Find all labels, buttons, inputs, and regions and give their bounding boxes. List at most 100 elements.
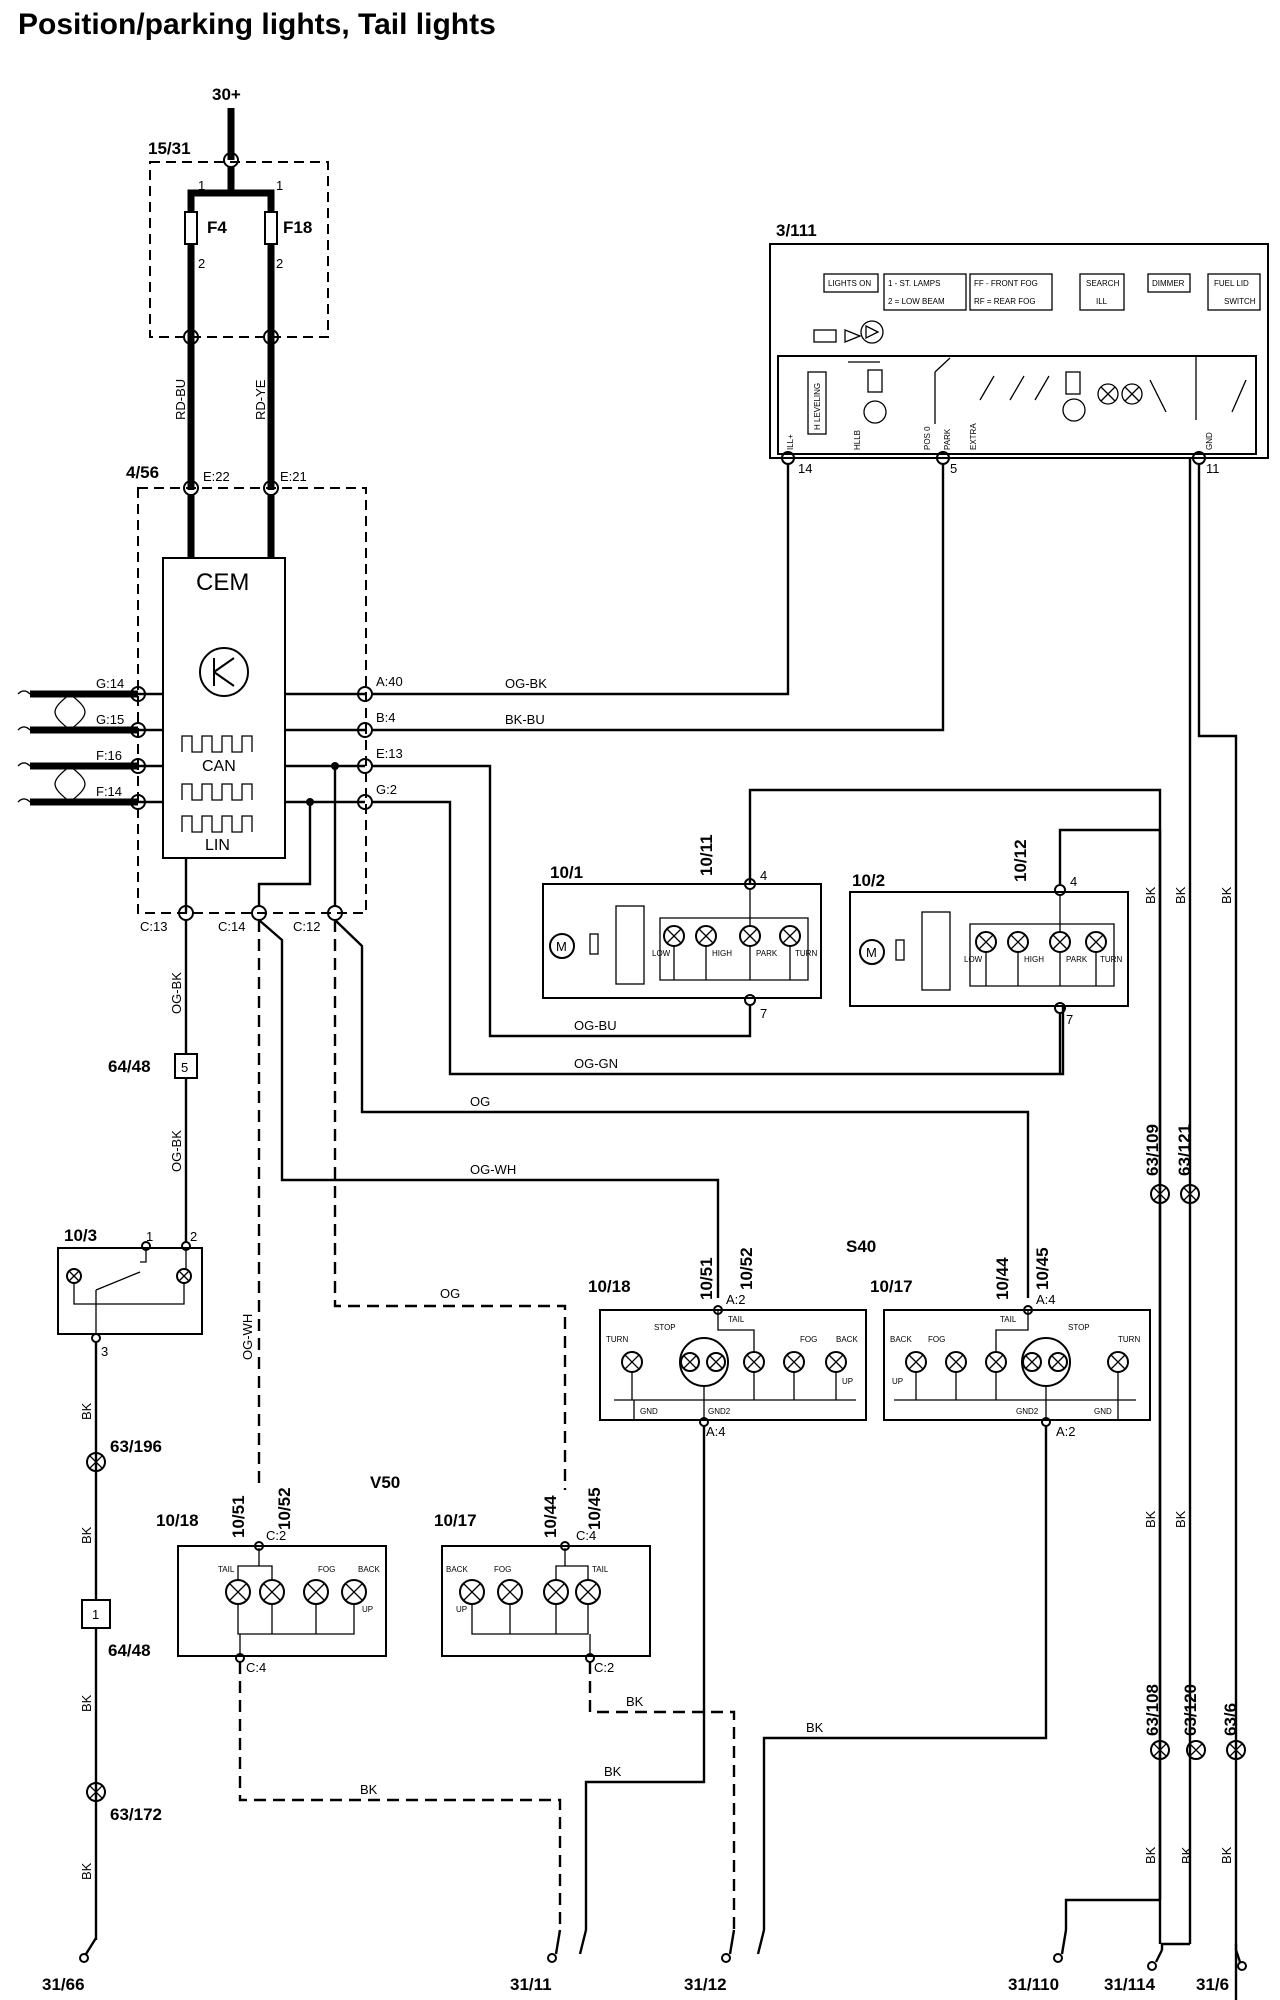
wire-bk-s40-left: BK — [604, 1764, 622, 1779]
svg-text:TURN: TURN — [606, 1335, 628, 1344]
cem-id: 4/56 — [126, 463, 159, 482]
conn-pin5: 5 — [181, 1060, 188, 1075]
wire-bk-left4: BK — [79, 1862, 94, 1880]
ground-31-6: 31/6 — [1196, 1975, 1229, 1994]
svg-text:UP: UP — [892, 1377, 903, 1386]
svg-text:POS 0: POS 0 — [923, 426, 932, 450]
v50-right-id: 10/17 — [434, 1511, 477, 1530]
svg-text:GND2: GND2 — [1016, 1407, 1039, 1416]
wire-bk-s40-right: BK — [806, 1720, 824, 1735]
wire-bk-left2: BK — [79, 1526, 94, 1544]
f18-pin-out: 2 — [276, 256, 283, 271]
v50-right-conn1: 10/44 — [541, 1495, 560, 1538]
svg-text:STOP: STOP — [1068, 1323, 1090, 1332]
diagram-title: Position/parking lights, Tail lights — [18, 8, 496, 41]
wire-bk-r4: BK — [1143, 1510, 1158, 1528]
pin-b4: B:4 — [376, 710, 396, 725]
svg-text:HLLB: HLLB — [853, 430, 862, 450]
supply-label: 30+ — [212, 85, 241, 104]
splice-63-172 — [86, 1782, 106, 1802]
f18-pin-in: 1 — [276, 178, 283, 193]
svg-text:PARK: PARK — [1066, 955, 1088, 964]
svg-text:ILL: ILL — [1096, 297, 1108, 306]
svg-text:UP: UP — [362, 1605, 373, 1614]
headlamp-left-bulbs — [659, 890, 809, 981]
v50-left-id: 10/18 — [156, 1511, 199, 1530]
hl-left-pin7: 7 — [760, 1006, 767, 1021]
s40-left-pin-bot: A:4 — [706, 1424, 726, 1439]
switch-module-internals: H LEVELING ILL+ HLLB POS 0 PARK EXTRA GN… — [777, 320, 1257, 455]
pin-c14: C:14 — [218, 919, 245, 934]
svg-text:BACK: BACK — [446, 1565, 468, 1574]
pin-e22: E:22 — [203, 469, 230, 484]
svg-text:GND2: GND2 — [708, 1407, 731, 1416]
s40-left-id: 10/18 — [588, 1277, 631, 1296]
pin-f14: F:14 — [96, 784, 122, 799]
wire-og-wh-dashed: OG-WH — [240, 1314, 255, 1360]
switch-pin-11: 11 — [1206, 461, 1220, 476]
svg-text:1 - ST. LAMPS: 1 - ST. LAMPS — [888, 279, 940, 288]
wire-bk-r7: BK — [1179, 1846, 1194, 1864]
svg-text:GND: GND — [1094, 1407, 1112, 1416]
v50-right-pin-top: C:4 — [576, 1528, 596, 1543]
hl-right-pin4: 4 — [1070, 874, 1077, 889]
brake-pin3: 3 — [101, 1344, 108, 1359]
svg-text:HIGH: HIGH — [712, 949, 732, 958]
wire-og-bu: OG-BU — [574, 1018, 617, 1033]
s40-left-bulbs — [614, 1310, 856, 1420]
svg-text:TAIL: TAIL — [218, 1565, 235, 1574]
switch-module — [769, 243, 1269, 459]
headlamp-right-id: 10/2 — [852, 871, 885, 890]
wire-bk-left1: BK — [79, 1402, 94, 1420]
splice-63-108 — [1150, 1740, 1170, 1760]
cem-bus-left — [17, 686, 163, 810]
v50-taillight-left — [177, 1545, 387, 1657]
splice-63-121 — [1180, 1184, 1200, 1204]
splice-63-6-label: 63/6 — [1221, 1703, 1240, 1736]
cem-label: CEM — [196, 569, 249, 596]
lin-waveform-icon — [181, 815, 253, 833]
pin-f16: F:16 — [96, 748, 122, 763]
v50-left-conn2: 10/52 — [275, 1487, 294, 1530]
v50-label: V50 — [370, 1473, 400, 1492]
svg-text:TURN: TURN — [795, 949, 817, 958]
headlamp-right — [849, 891, 1129, 1007]
wire-og-wh: OG-WH — [470, 1162, 516, 1177]
svg-text:FOG: FOG — [928, 1335, 945, 1344]
svg-text:GND: GND — [640, 1407, 658, 1416]
fuse-f18 — [264, 211, 278, 245]
splice-63-120-label: 63/120 — [1181, 1684, 1200, 1736]
svg-text:FOG: FOG — [494, 1565, 511, 1574]
brake-switch-id: 10/3 — [64, 1226, 97, 1245]
svg-text:TURN: TURN — [1118, 1335, 1140, 1344]
svg-text:SEARCH: SEARCH — [1086, 279, 1120, 288]
svg-text:UP: UP — [456, 1605, 467, 1614]
splice-63-172-label: 63/172 — [110, 1805, 162, 1824]
wire-bk-r1: BK — [1143, 886, 1158, 904]
svg-text:BACK: BACK — [836, 1335, 858, 1344]
svg-text:RF = REAR FOG: RF = REAR FOG — [974, 297, 1036, 306]
splice-63-109 — [1150, 1184, 1170, 1204]
wire-bk-r8: BK — [1219, 1846, 1234, 1864]
motor-icon — [549, 933, 575, 959]
switch-module-labels: LIGHTS ON 1 - ST. LAMPS 2 = LOW BEAM FF … — [823, 273, 1261, 311]
svg-text:BACK: BACK — [890, 1335, 912, 1344]
cem-boundary — [137, 487, 367, 914]
ground-31-11: 31/11 — [510, 1975, 552, 1994]
svg-text:TAIL: TAIL — [592, 1565, 609, 1574]
splice-63-6 — [1226, 1740, 1246, 1760]
s40-taillight-left — [599, 1309, 867, 1421]
connector-id-top: 64/48 — [108, 1057, 151, 1076]
fuse-f18-label: F18 — [283, 218, 312, 237]
wire-rd-ye: RD-YE — [253, 379, 268, 420]
pin-c12: C:12 — [293, 919, 320, 934]
wire-bk-r5: BK — [1173, 1510, 1188, 1528]
svg-text:ILL+: ILL+ — [786, 434, 795, 450]
wire-bk-v50-left: BK — [360, 1782, 378, 1797]
pin-a40: A:40 — [376, 674, 403, 689]
pin-e13: E:13 — [376, 746, 403, 761]
s40-right-id: 10/17 — [870, 1277, 913, 1296]
s40-right-bulbs — [894, 1310, 1136, 1420]
svg-text:BACK: BACK — [358, 1565, 380, 1574]
svg-text:DIMMER: DIMMER — [1152, 279, 1185, 288]
